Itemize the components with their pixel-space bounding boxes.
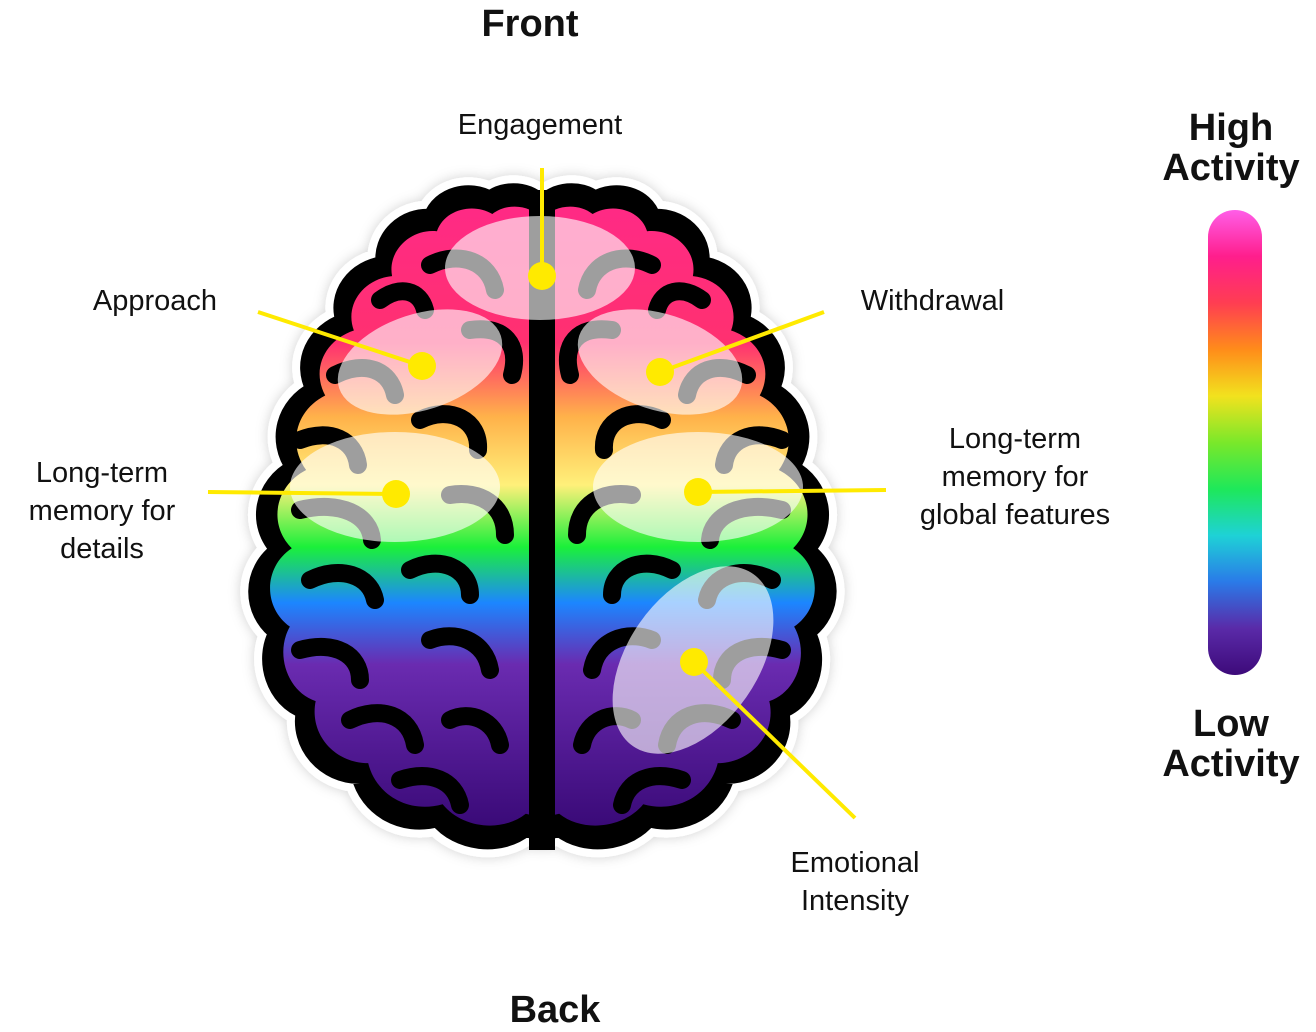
brain-fold <box>648 282 711 319</box>
brain-fold <box>411 405 487 459</box>
callout-line <box>692 660 857 820</box>
brain-fold <box>391 767 469 814</box>
callout-line <box>697 488 887 494</box>
label-approach: Approach <box>92 285 218 317</box>
label-memory-global: Long-term memory for global features <box>919 423 1111 531</box>
label-memory-details: Long-term memory for details <box>28 457 176 565</box>
legend-high-label: High Activity <box>1162 107 1300 189</box>
callout-line <box>257 310 423 368</box>
brain-fold <box>371 282 434 319</box>
callout-dot <box>408 352 436 380</box>
label-engagement: Engagement <box>457 109 623 141</box>
brain-fold <box>341 704 424 754</box>
brain-fold <box>401 554 479 604</box>
brain-fold <box>301 563 384 609</box>
callout-dot <box>528 262 556 290</box>
callout-dot <box>684 478 712 506</box>
brain-fold <box>613 767 691 814</box>
callout-dot <box>382 480 410 508</box>
back-label: Back <box>509 989 601 1031</box>
callout-line <box>659 310 825 374</box>
callout-dot <box>646 358 674 386</box>
label-emotional-intensity: Emotional Intensity <box>790 847 920 917</box>
region-callouts <box>207 168 887 820</box>
brain-fold <box>421 627 499 679</box>
brain-fold <box>441 707 509 754</box>
brain-fold <box>291 637 369 689</box>
front-label: Front <box>481 3 579 45</box>
brain-fold <box>603 554 681 604</box>
label-withdrawal: Withdrawal <box>860 285 1005 317</box>
brain-fold <box>595 405 671 459</box>
activity-legend-bar <box>1208 210 1262 675</box>
callout-dot <box>680 648 708 676</box>
legend-low-label: Low Activity <box>1162 703 1300 785</box>
callout-line <box>207 490 397 496</box>
